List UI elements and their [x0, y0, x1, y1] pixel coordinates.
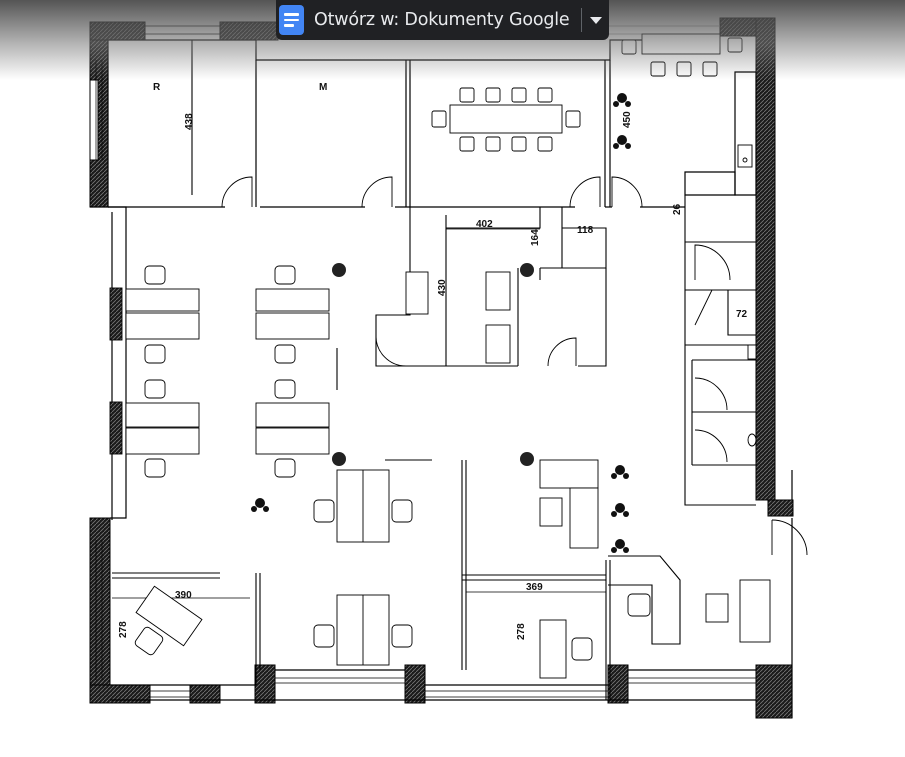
dim-72: 72	[736, 309, 748, 320]
open-with-label[interactable]: Otwórz w: Dokumenty Google	[314, 10, 570, 30]
dim-118: 118	[577, 225, 594, 236]
dim-164: 164	[530, 229, 541, 246]
room-label-m: M	[319, 82, 327, 93]
conference-table	[431, 87, 581, 152]
plants	[251, 93, 631, 553]
dim-369: 369	[526, 582, 543, 593]
doors	[221, 176, 808, 556]
office-furniture	[134, 271, 771, 679]
dim-430: 430	[437, 279, 448, 296]
labels: R M 438 450 402 164 118 430 26 72 390 36…	[112, 82, 748, 640]
chevron-down-icon[interactable]	[582, 0, 609, 40]
room-label-r: R	[153, 82, 161, 93]
center-desks	[313, 469, 413, 666]
dim-26: 26	[672, 203, 683, 215]
dim-278-right: 278	[516, 623, 527, 640]
google-docs-icon[interactable]	[279, 5, 304, 35]
kitchen	[621, 33, 753, 168]
open-with-docs-bar[interactable]: Otwórz w: Dokumenty Google	[276, 0, 609, 40]
dim-278-left: 278	[118, 621, 129, 638]
columns	[332, 263, 534, 466]
dim-438: 438	[184, 113, 195, 130]
dim-402: 402	[476, 219, 493, 230]
dim-450: 450	[622, 111, 633, 128]
workstations	[109, 265, 330, 478]
windows	[95, 25, 756, 698]
room-walls	[112, 40, 756, 700]
bathroom-fixtures	[747, 344, 757, 447]
dim-390: 390	[175, 590, 192, 601]
